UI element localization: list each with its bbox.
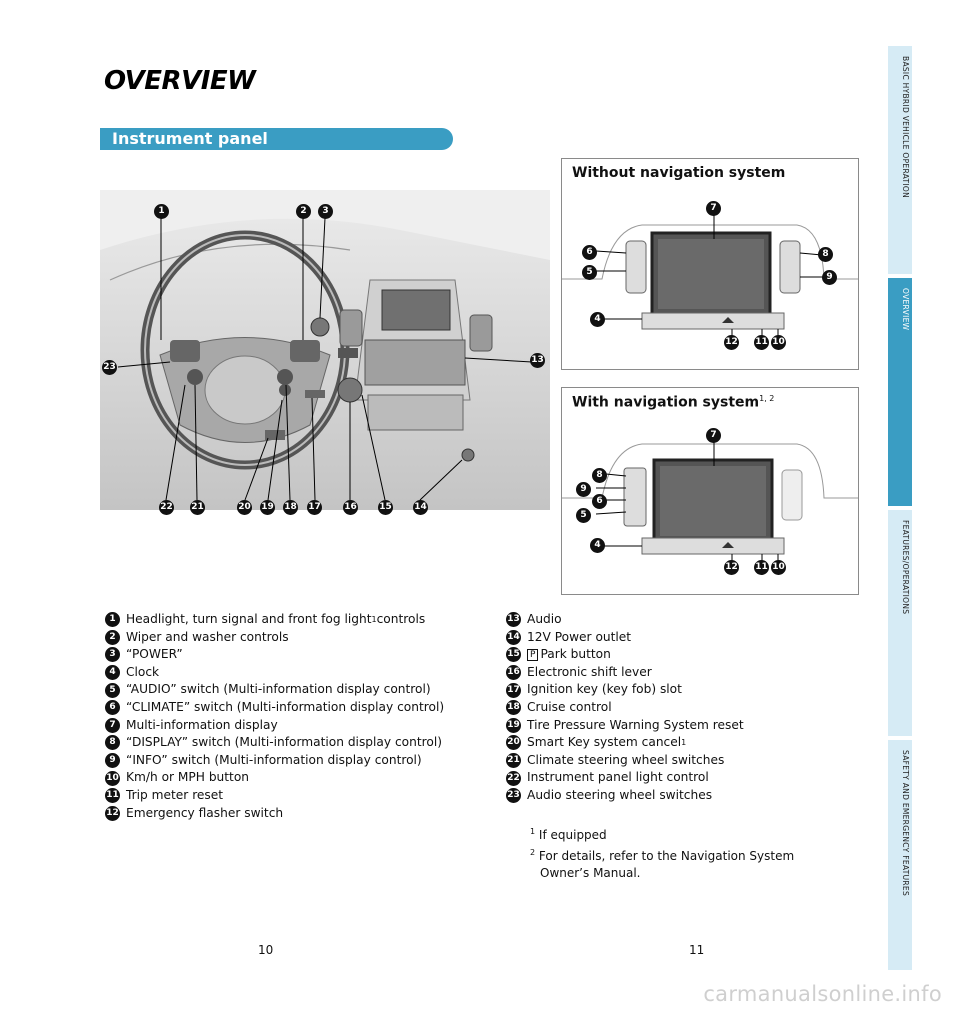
page-number-left: 10 <box>258 943 274 957</box>
callout-19: 19 <box>260 500 275 515</box>
tab-features-operations[interactable]: FEATURES/OPERATIONS <box>888 510 912 736</box>
tab-safety-and-emergency-features[interactable]: SAFETY AND EMERGENCY FEATURES <box>888 740 912 970</box>
with-nav-title: With navigation system1, 2 <box>572 394 775 411</box>
callout-8: 8 <box>592 468 607 483</box>
list-item: 3“POWER” <box>105 646 444 664</box>
callout-21: 21 <box>190 500 205 515</box>
instrument-panel-illustration: 1 2 3 23 13 22 21 20 19 18 17 16 15 14 <box>100 190 550 520</box>
callout-10: 10 <box>771 335 786 350</box>
callout-9: 9 <box>822 270 837 285</box>
list-item: 5“AUDIO” switch (Multi-information displ… <box>105 681 444 699</box>
callout-8: 8 <box>818 247 833 262</box>
callout-6: 6 <box>592 494 607 509</box>
without-nav-diagram: Without navigation system 7 6 5 4 8 9 12… <box>561 158 859 370</box>
callout-7: 7 <box>706 428 721 443</box>
list-item: 6“CLIMATE” switch (Multi-information dis… <box>105 699 444 717</box>
footnote: 2 For details, refer to the Navigation S… <box>530 848 795 863</box>
footnote: 1 If equipped <box>530 827 607 842</box>
list-item: 8“DISPLAY” switch (Multi-information dis… <box>105 734 444 752</box>
callout-10: 10 <box>771 560 786 575</box>
callout-4: 4 <box>590 538 605 553</box>
callout-13: 13 <box>530 353 545 368</box>
watermark: carmanualsonline.info <box>703 982 942 1006</box>
without-nav-title: Without navigation system <box>572 165 786 181</box>
callout-9: 9 <box>576 482 591 497</box>
callout-11: 11 <box>754 560 769 575</box>
section-header: Instrument panel <box>100 128 453 150</box>
callout-18: 18 <box>283 500 298 515</box>
page-title: OVERVIEW <box>104 66 256 96</box>
callout-12: 12 <box>724 560 739 575</box>
footnote: Owner’s Manual. <box>540 866 641 880</box>
callout-20: 20 <box>237 500 252 515</box>
callout-5: 5 <box>582 265 597 280</box>
callout-7: 7 <box>706 201 721 216</box>
footnotes: 1 If equipped 2 For details, refer to th… <box>530 823 794 882</box>
callout-4: 4 <box>590 312 605 327</box>
callout-6: 6 <box>582 245 597 260</box>
callout-15: 15 <box>378 500 393 515</box>
callout-16: 16 <box>343 500 358 515</box>
callout-22: 22 <box>159 500 174 515</box>
dashboard-drawing <box>100 190 550 510</box>
tab-basic-hybrid-vehicle-operation[interactable]: BASIC HYBRID VEHICLE OPERATION <box>888 46 912 274</box>
callout-5: 5 <box>576 508 591 523</box>
callout-17: 17 <box>307 500 322 515</box>
page-number-right: 11 <box>689 943 705 957</box>
section-title: Instrument panel <box>112 129 268 148</box>
callout-3: 3 <box>318 204 333 219</box>
callout-1: 1 <box>154 204 169 219</box>
tab-overview[interactable]: OVERVIEW <box>888 278 912 506</box>
callout-14: 14 <box>413 500 428 515</box>
with-nav-drawing <box>562 440 858 564</box>
without-nav-drawing <box>562 211 858 339</box>
park-p-icon: P <box>527 648 539 661</box>
callout-11: 11 <box>754 335 769 350</box>
callout-23: 23 <box>102 360 117 375</box>
list-item: 9“INFO” switch (Multi-information displa… <box>105 752 444 770</box>
callout-12: 12 <box>724 335 739 350</box>
with-nav-diagram: With navigation system1, 2 7 8 9 6 5 4 1… <box>561 387 859 595</box>
callout-2: 2 <box>296 204 311 219</box>
